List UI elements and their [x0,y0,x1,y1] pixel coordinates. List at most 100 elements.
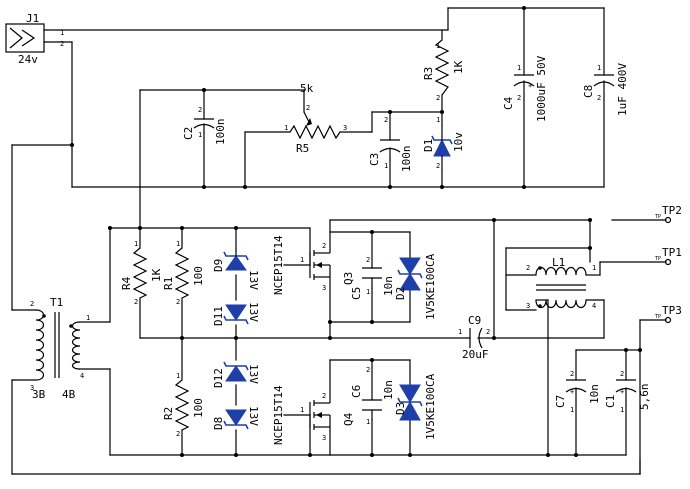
test-point-TP2: TP2 TP [655,204,682,224]
C9-ref: C9 [468,314,481,327]
C9-value: 20uF [462,348,489,361]
R5-ref: R5 [296,142,309,155]
C3-ref: C3 [368,153,381,166]
C5-ref: C5 [350,287,363,300]
TP1-ref: TP1 [662,246,682,259]
test-point-TP1: TP1 TP [655,246,682,266]
T1-ref: T1 [50,296,63,309]
D11-ref: D11 [212,306,225,326]
C8-value: 1uF 400V [616,63,629,116]
TP3-ref: TP3 [662,304,682,317]
R5-pin3: 3 [343,124,347,132]
C4-value: 1000uF 50V [535,55,548,122]
D8-ref: D8 [212,417,225,430]
Q4-ref: Q4 [342,412,355,426]
T1-tap-left: 3B [32,388,46,401]
resistor-R2: R2 100 1 2 [162,372,205,438]
mosfet-Q4: NCEP15T14 Q4 1 2 3 [272,385,355,445]
R4-value: 1K [150,268,163,282]
capacitor-C7: + C7 10n 2 1 [554,370,601,414]
R5-value: 5k [300,82,314,95]
R3-value: 1K [452,60,465,74]
T1-pin1: 1 [86,314,90,322]
C2-pin1: 1 [198,131,202,139]
wires [11,7,667,475]
C1-ref: C1 [604,395,617,408]
C5-pin2: 2 [366,256,370,264]
L1-pin4: 4 [592,302,596,310]
zener-D8: D8 13V [212,406,260,430]
transformer-T1: T1 2 1 3 4 3B 4B [30,296,90,401]
Q3-pin3: 3 [322,284,326,292]
capacitor-C5: C5 10n 2 1 [350,256,395,300]
tvs-D2: D2 1V5KE100CA [394,253,437,320]
resistor-R4: R4 1K 1 2 [120,240,163,306]
D2-ref: D2 [394,287,407,300]
D1-pin2: 2 [436,162,440,170]
tvs-D3: D3 1V5KE100CA [394,373,437,440]
J1-ref: J1 [26,12,39,25]
capacitor-C2: C2 100n 2 1 [182,106,227,145]
junction-dots [70,6,642,457]
R2-ref: R2 [162,407,175,420]
C9-pin1: 1 [458,328,462,336]
R3-pin2: 2 [436,94,440,102]
resistor-R1: R1 100 1 2 [162,240,205,306]
Q3-ref: Q3 [342,272,355,285]
C1-value: 5,6n [638,384,651,411]
Q4-value: NCEP15T14 [272,385,285,445]
R2-pin2: 2 [176,430,180,438]
D9-value: 13V [247,270,260,290]
R2-value: 100 [192,398,205,418]
C6-pin2: 2 [366,366,370,374]
R2-pin1: 1 [176,372,180,380]
C6-value: 10n [382,380,395,400]
D1-pin1: 1 [436,116,440,124]
Q4-pin1: 1 [300,406,304,414]
D8-value: 13V [247,406,260,426]
R1-ref: R1 [162,277,175,290]
C5-pin1: 1 [366,288,370,296]
J1-pin2: 2 [60,40,64,48]
C1-pin1: 1 [620,406,624,414]
R3-ref: R3 [422,67,435,80]
C7-value: 10n [588,384,601,404]
R1-pin2: 2 [176,298,180,306]
C8-pin1: 1 [597,64,601,72]
C5-value: 10n [382,276,395,296]
C6-pin1: 1 [366,418,370,426]
inductor-L1: L1 2 1 3 4 [505,256,605,310]
D12-value: 13V [247,364,260,384]
capacitor-C1: + C1 5,6n 2 1 [604,370,651,414]
R5-pin1: 1 [284,124,288,132]
C4-pin1: 1 [517,64,521,72]
R4-pin2: 2 [134,298,138,306]
R3-pin1: 1 [436,42,440,50]
T1-pin4: 4 [80,372,84,380]
resistor-R3: R3 1K 1 2 [422,39,465,102]
R1-value: 100 [192,266,205,286]
L1-ref: L1 [552,256,565,269]
Q3-pin1: 1 [300,256,304,264]
Q3-value: NCEP15T14 [272,235,285,295]
Q4-pin2: 2 [322,392,326,400]
C4-ref: C4 [502,96,515,110]
L1-pin3: 3 [526,302,530,310]
capacitor-C8: C8 1uF 400V 1 2 [582,63,629,116]
L1-pin2: 2 [526,264,530,272]
C4-pin2: 2 [517,94,521,102]
J1-pin1: 1 [60,29,64,37]
T1-tap-right: 4B [62,388,76,401]
D3-value: 1V5KE100CA [424,373,437,440]
zener-D9: D9 13V [212,249,260,290]
J1-value: 24v [18,53,38,66]
capacitor-C3: C3 100n 2 1 [368,116,413,172]
svg-text:+: + [570,388,574,396]
zener-D11: D11 13V [212,302,260,326]
mosfet-Q3: NCEP15T14 Q3 1 2 3 [272,235,355,295]
TP3-tag: TP [655,314,661,320]
TP2-ref: TP2 [662,204,682,217]
D12-ref: D12 [212,368,225,388]
